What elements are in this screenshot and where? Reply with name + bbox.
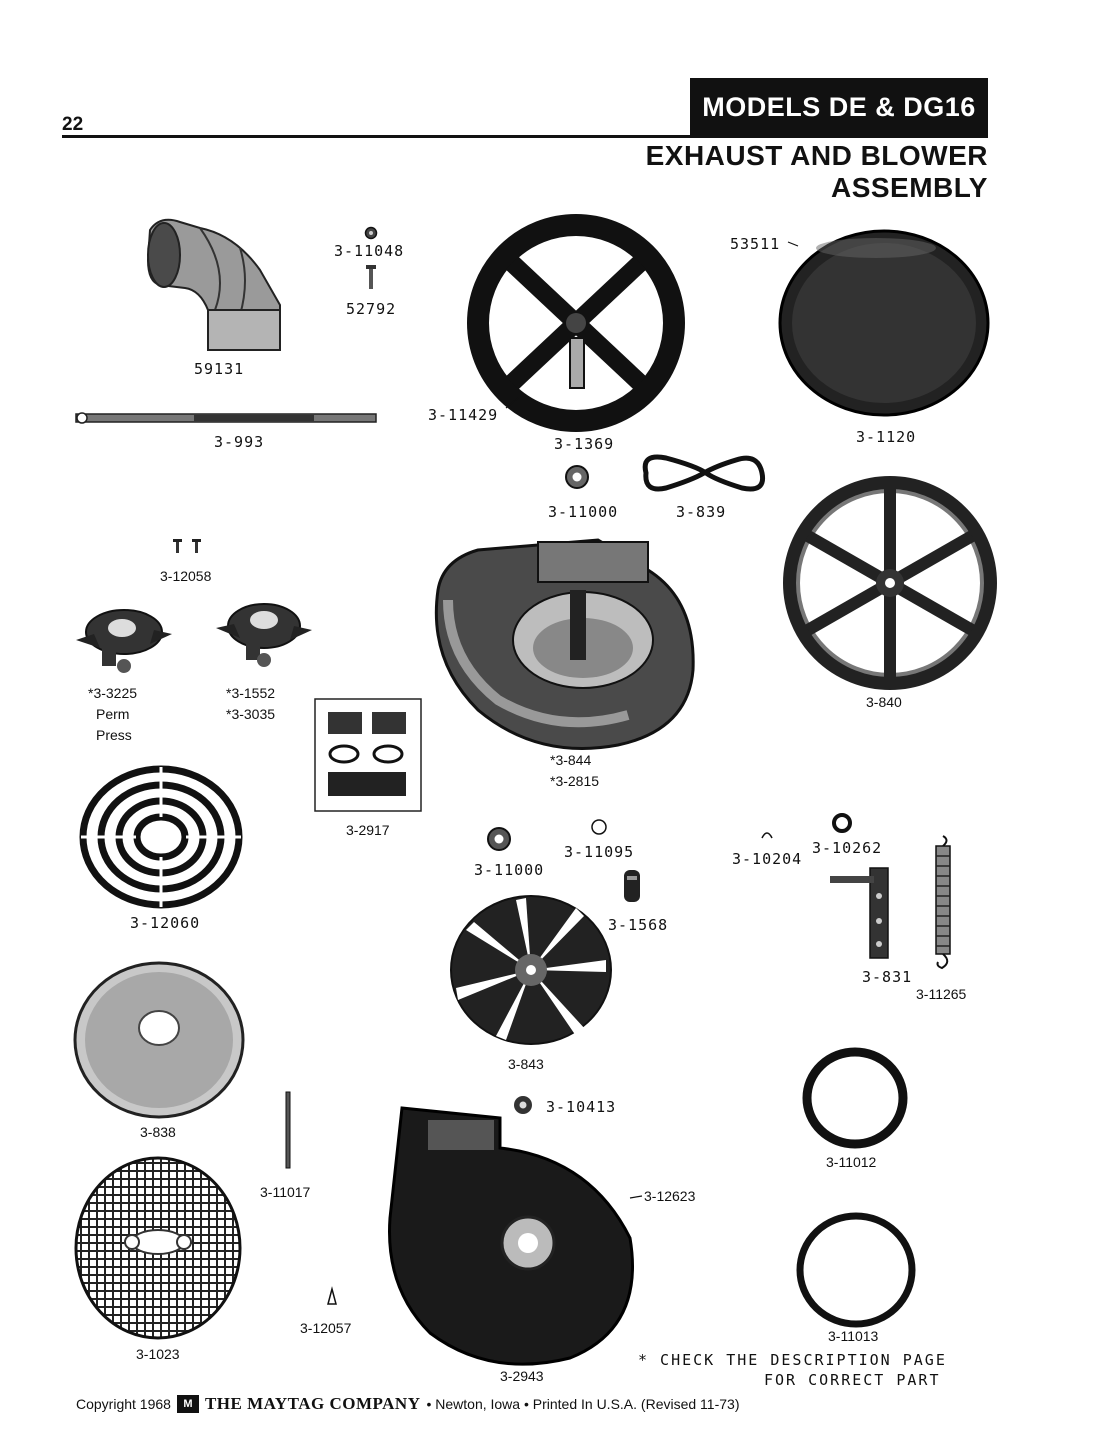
ring-illustration — [591, 819, 607, 835]
part-label: 53511 — [730, 235, 781, 253]
lock-nut-illustration — [514, 1096, 532, 1114]
footnote: * CHECK THE DESCRIPTION PAGE FOR CORRECT… — [638, 1350, 947, 1390]
part-label: 3-10413 — [546, 1098, 617, 1116]
part-label: 3-12058 — [160, 568, 212, 584]
grid-screen-illustration — [74, 1156, 242, 1340]
pulley-wheel-illustration — [467, 214, 685, 432]
cover-disk-illustration — [778, 229, 990, 417]
part-label: 3-12060 — [130, 914, 201, 932]
part-label: 3-11048 — [334, 242, 405, 260]
part-label: 3-1568 — [608, 916, 669, 934]
gasket-ring-large-illustration — [796, 1212, 916, 1328]
fan-guard-illustration — [79, 765, 243, 909]
part-label: 3-993 — [214, 433, 265, 451]
part-label: *3-1552 — [226, 685, 276, 701]
part-label: 3-11265 — [916, 986, 967, 1002]
part-label: 52792 — [346, 300, 397, 318]
screws-pair-illustration — [173, 539, 201, 553]
part-label: 3-11012 — [826, 1154, 877, 1170]
screw-illustration — [366, 265, 376, 289]
footnote-line-2: FOR CORRECT PART — [764, 1371, 941, 1389]
models-banner: MODELS DE & DG16 — [690, 78, 988, 136]
gasket-ring-illustration — [802, 1047, 908, 1149]
washer-illustration — [565, 465, 589, 489]
part-label: 3-10262 — [812, 839, 883, 857]
seal-kit-card-illustration — [314, 698, 422, 812]
part-label: Perm — [96, 706, 130, 722]
part-label: 3-839 — [676, 503, 727, 521]
blower-scroll-illustration — [388, 1106, 634, 1366]
part-label: 3-12057 — [300, 1320, 352, 1336]
part-label: 59131 — [194, 360, 245, 378]
part-label: 3-840 — [866, 694, 902, 710]
bushing-illustration — [624, 870, 640, 902]
part-label: *3-2815 — [550, 773, 600, 789]
part-label: 3-11429 — [428, 406, 499, 424]
thermostat-alt-illustration — [216, 603, 312, 667]
part-label: 3-2917 — [346, 822, 390, 838]
part-label: 3-1120 — [856, 428, 917, 446]
maytag-logo-icon: M — [176, 1395, 199, 1413]
part-label: 3-10204 — [732, 850, 803, 868]
belt-illustration — [642, 454, 766, 492]
footer: Copyright 1968 M THE MAYTAG COMPANY • Ne… — [76, 1394, 739, 1414]
part-label: 3-831 — [862, 968, 913, 986]
part-label: 3-838 — [140, 1124, 176, 1140]
part-label: *3-844 — [550, 752, 592, 768]
o-ring-illustration — [832, 813, 852, 833]
six-spoke-pulley-illustration — [783, 476, 997, 690]
section-title: EXHAUST AND BLOWER ASSEMBLY — [645, 140, 988, 203]
pin-illustration — [285, 1091, 291, 1169]
fastener-illustration — [327, 1286, 337, 1305]
part-label: 3-843 — [508, 1056, 544, 1072]
filter-disk-illustration — [73, 961, 245, 1119]
part-label: 3-2943 — [500, 1368, 544, 1384]
clip-illustration — [761, 832, 773, 839]
part-label: 3-11000 — [548, 503, 619, 521]
exhaust-elbow-illustration — [146, 218, 281, 351]
spring-illustration — [935, 835, 951, 970]
part-label: *3-3225 — [88, 685, 138, 701]
part-label: 3-11017 — [260, 1184, 311, 1200]
part-label: 3-12623 — [644, 1188, 696, 1204]
part-label: 3-11013 — [828, 1328, 879, 1344]
washer-illustration — [487, 827, 511, 851]
part-label: 3-1369 — [554, 435, 615, 453]
part-label: *3-3035 — [226, 706, 276, 722]
blower-housing-illustration — [434, 538, 695, 750]
part-label: 3-11000 — [474, 861, 545, 879]
footnote-line-1: * CHECK THE DESCRIPTION PAGE — [638, 1351, 947, 1369]
page-number: 22 — [62, 114, 84, 135]
copyright-text: Copyright 1968 — [76, 1396, 171, 1412]
thermostat-illustration — [76, 609, 172, 673]
impeller-illustration — [450, 895, 612, 1045]
location-text: • Newton, Iowa • Printed In U.S.A. (Revi… — [426, 1396, 740, 1412]
nut-illustration — [364, 226, 378, 240]
bracket-illustration — [830, 867, 889, 959]
part-label: 3-1023 — [136, 1346, 180, 1362]
company-name: THE MAYTAG COMPANY — [204, 1394, 421, 1413]
strap-illustration — [75, 412, 377, 424]
part-label: Press — [96, 727, 132, 743]
header-rule — [62, 135, 988, 138]
part-label: 3-11095 — [564, 843, 635, 861]
